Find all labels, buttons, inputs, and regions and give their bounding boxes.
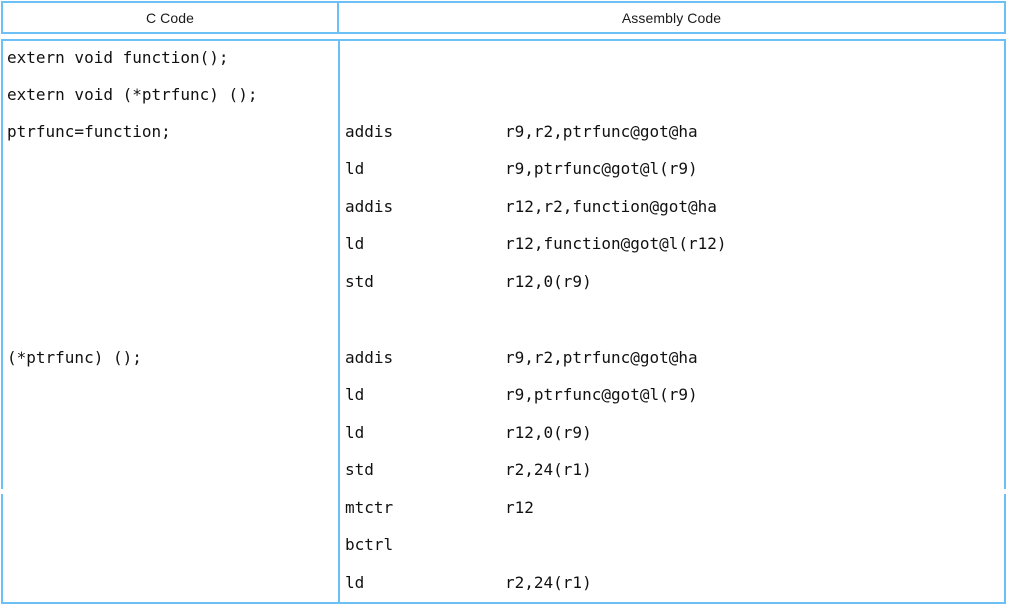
assembly-code-line: mtctr r12 xyxy=(345,499,534,517)
assembly-mnemonic: addis xyxy=(345,122,394,141)
assembly-mnemonic: ld xyxy=(345,385,365,404)
assembly-mnemonic: addis xyxy=(345,197,394,216)
body-top-border xyxy=(1,39,1006,41)
assembly-operand: r9,ptrfunc@got@l(r9) xyxy=(505,385,698,404)
assembly-mnemonic: std xyxy=(345,460,374,479)
c-code-line: extern void (*ptrfunc) (); xyxy=(7,85,258,104)
body-bottom-border xyxy=(1,602,1006,604)
table-header-row: C Code Assembly Code xyxy=(1,1,1006,34)
column-header-c-code-label: C Code xyxy=(145,9,195,26)
column-header-c-code: C Code xyxy=(1,1,339,34)
assembly-code-line: ld r9,ptrfunc@got@l(r9) xyxy=(345,160,698,178)
assembly-operand: r12,0(r9) xyxy=(505,272,592,291)
assembly-code-line: std r12,0(r9) xyxy=(345,273,592,291)
column-header-assembly-code: Assembly Code xyxy=(339,1,1006,34)
c-code-cell: extern void function(); extern void (*ptr… xyxy=(3,39,338,604)
assembly-mnemonic: mtctr xyxy=(345,498,394,517)
body-right-border-upper xyxy=(1004,39,1006,489)
assembly-mnemonic: ld xyxy=(345,423,365,442)
c-code-line: extern void function(); xyxy=(7,48,229,67)
assembly-mnemonic: std xyxy=(345,272,374,291)
assembly-operand: r12 xyxy=(505,498,534,517)
assembly-mnemonic: ld xyxy=(345,159,365,178)
assembly-code-line: addis r9,r2,ptrfunc@got@ha xyxy=(345,123,698,141)
assembly-operand: r12,function@got@l(r12) xyxy=(505,234,727,253)
assembly-code-line: addis r9,r2,ptrfunc@got@ha xyxy=(345,349,698,367)
assembly-operand: r12,0(r9) xyxy=(505,423,592,442)
c-code-line: (*ptrfunc) (); xyxy=(7,348,142,367)
column-header-assembly-code-label: Assembly Code xyxy=(621,9,722,26)
assembly-mnemonic: ld xyxy=(345,573,365,592)
assembly-operand: r2,24(r1) xyxy=(505,460,592,479)
assembly-operand: r9,r2,ptrfunc@got@ha xyxy=(505,122,698,141)
assembly-code-line: ld r9,ptrfunc@got@l(r9) xyxy=(345,386,698,404)
assembly-code-line: bctrl xyxy=(345,536,505,554)
assembly-operand: r9,r2,ptrfunc@got@ha xyxy=(505,348,698,367)
c-code-line: ptrfunc=function; xyxy=(7,122,171,141)
column-divider xyxy=(338,39,340,604)
assembly-code-cell: addis r9,r2,ptrfunc@got@ha ld r9,ptrfunc@go… xyxy=(342,39,1004,604)
assembly-code-line: ld r12,function@got@l(r12) xyxy=(345,235,727,253)
body-left-border-lower xyxy=(1,494,3,604)
assembly-mnemonic: bctrl xyxy=(345,535,394,554)
assembly-code-line: ld r2,24(r1) xyxy=(345,574,592,592)
assembly-mnemonic: addis xyxy=(345,348,394,367)
assembly-operand: r9,ptrfunc@got@l(r9) xyxy=(505,159,698,178)
table-body: extern void function(); extern void (*ptr… xyxy=(1,39,1006,604)
assembly-code-line: ld r12,0(r9) xyxy=(345,424,592,442)
assembly-code-line: std r2,24(r1) xyxy=(345,461,592,479)
assembly-operand: r2,24(r1) xyxy=(505,573,592,592)
assembly-operand: r12,r2,function@got@ha xyxy=(505,197,717,216)
body-left-border-upper xyxy=(1,39,3,489)
assembly-code-line: addis r12,r2,function@got@ha xyxy=(345,198,717,216)
body-right-border-lower xyxy=(1004,494,1006,604)
assembly-mnemonic: ld xyxy=(345,234,365,253)
